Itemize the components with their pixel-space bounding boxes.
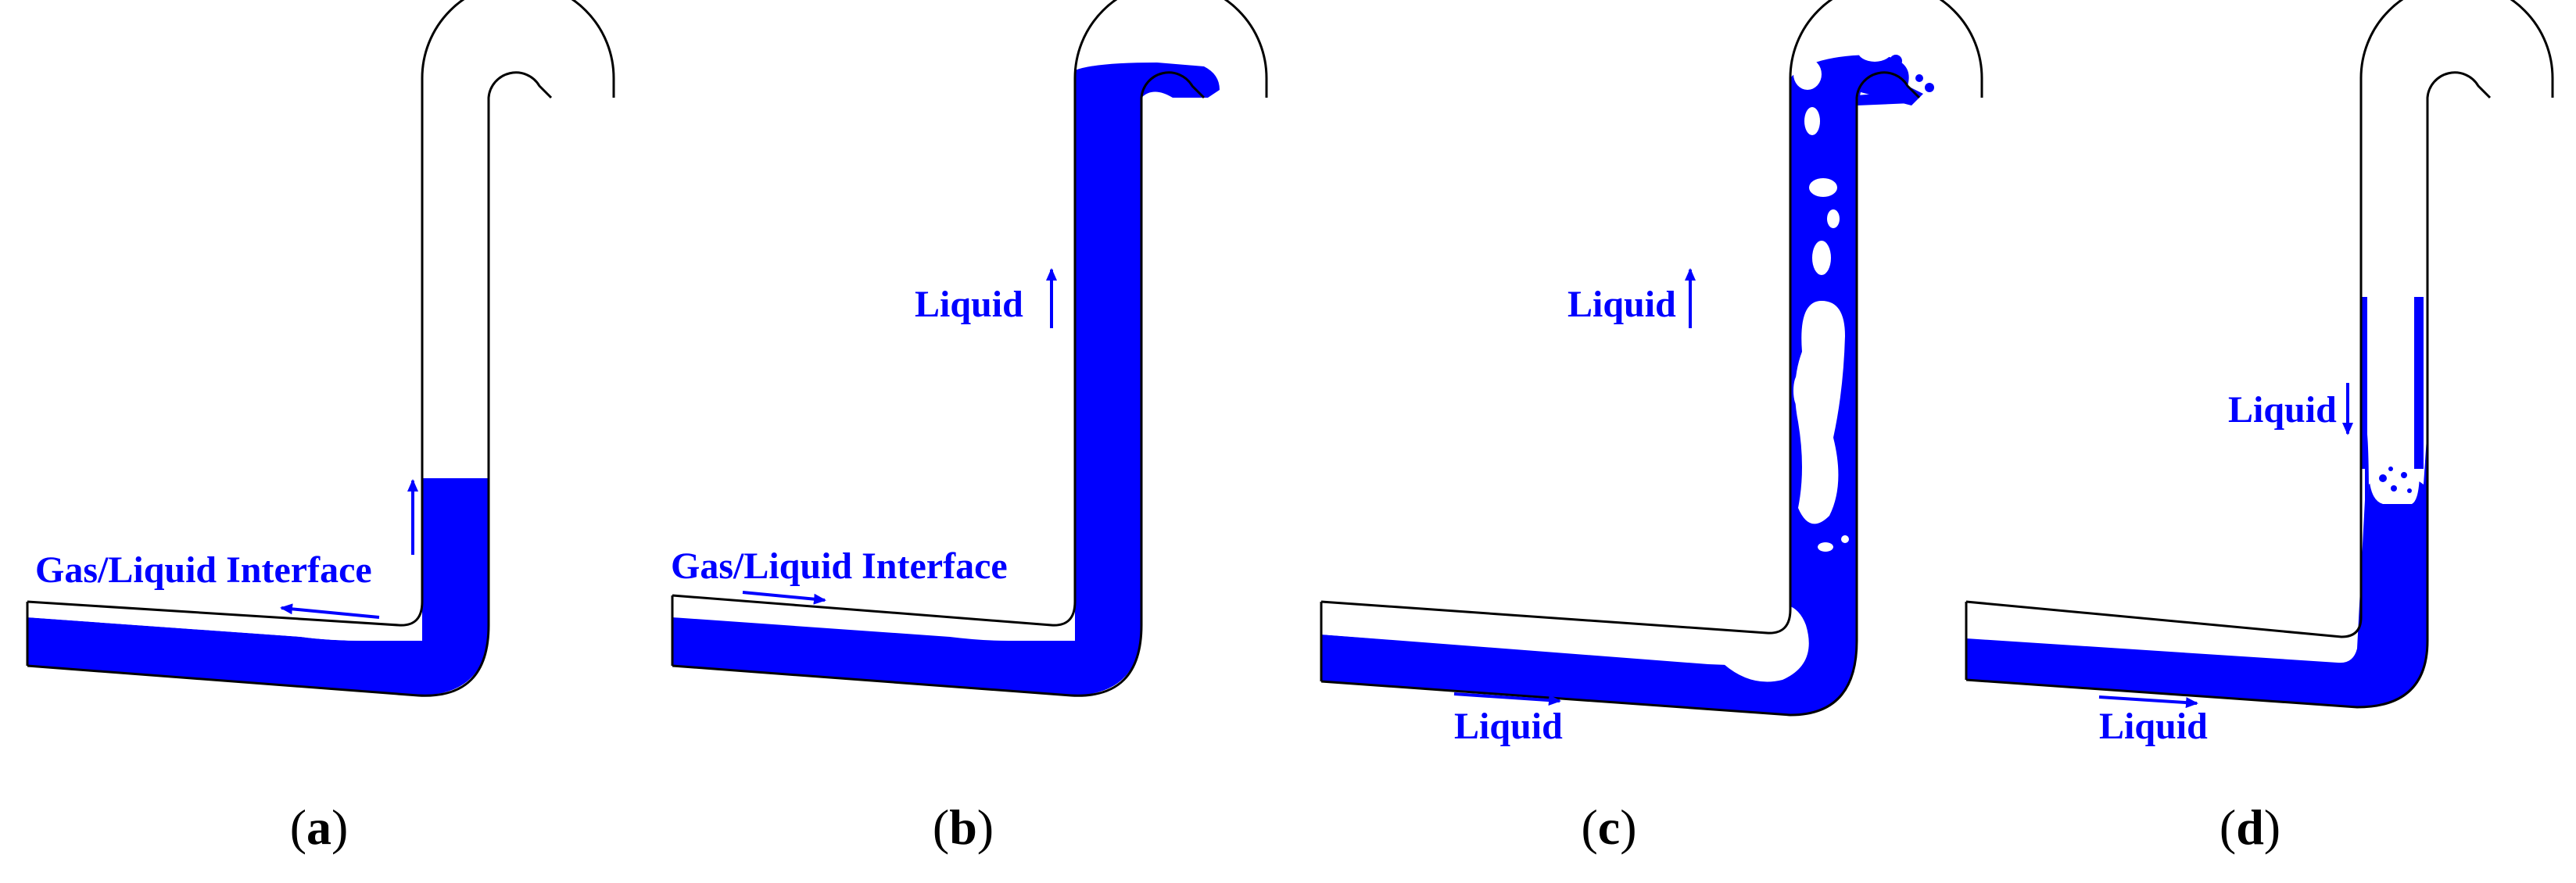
gas-bubble — [2379, 474, 2387, 482]
panel-a: Gas/Liquid Interface — [26, 0, 615, 697]
gas-pocket — [1321, 635, 1743, 663]
gas-bubble — [1812, 241, 1831, 275]
interface-curve — [27, 610, 367, 641]
gas-bubble — [1818, 542, 1833, 552]
flow-arrow — [1453, 692, 1561, 706]
liquid-droplet — [1915, 74, 1923, 82]
liquid-droplet — [1925, 83, 1934, 92]
gas-liquid-interface-label: Gas/Liquid Interface — [671, 545, 1008, 587]
interface-arrow — [742, 591, 826, 605]
gas-liquid-interface-label: Gas/Liquid Interface — [35, 549, 372, 591]
pipe-wall — [1320, 71, 1921, 717]
flow-arrow — [2098, 695, 2198, 709]
gas-bubble — [1793, 375, 1803, 406]
caption-b: (b) — [933, 799, 994, 855]
gas-bubble — [1827, 209, 1840, 228]
panel-c: Liquid Liquid — [1320, 0, 1983, 747]
pipe-wall — [27, 0, 615, 627]
gas-bubble — [1858, 40, 1892, 62]
caption-d: (d) — [2220, 799, 2280, 855]
panel-b: Liquid Gas/Liquid Interface — [671, 0, 1268, 697]
pipe-wall — [672, 0, 1268, 627]
panel-d: Liquid Liquid — [1965, 0, 2554, 747]
gas-bubble — [1724, 604, 1809, 682]
riser-liquid-label: Liquid — [2228, 389, 2337, 431]
caption-a: (a) — [290, 799, 349, 855]
bottom-liquid-label: Liquid — [2099, 706, 2208, 747]
liquid-film — [2414, 297, 2424, 469]
liquid-droplet — [1857, 86, 1911, 105]
gas-bubble — [2407, 488, 2412, 493]
pipe-wall — [1965, 0, 2554, 638]
pipe-wall — [1965, 71, 2492, 709]
caption-c: (c) — [1581, 799, 1636, 855]
liquid-film — [2361, 297, 2367, 469]
liquid-droplet — [1890, 55, 1902, 67]
interface-curve — [672, 598, 766, 619]
liquid-fill — [672, 63, 1220, 695]
gas-bubble — [1804, 107, 1820, 135]
liquid-fill — [27, 478, 489, 695]
gas-bubble — [1793, 59, 1822, 90]
gas-bubble — [2391, 485, 2397, 492]
pipe-wall — [27, 71, 553, 697]
riser-liquid-label: Liquid — [1567, 284, 1676, 325]
pipe-wall — [672, 71, 1206, 697]
gas-bubble — [2388, 467, 2393, 471]
gas-bubble — [1841, 535, 1849, 543]
bottom-liquid-label: Liquid — [1454, 706, 1563, 747]
riser-liquid-label: Liquid — [915, 284, 1023, 325]
liquid-fill — [1966, 422, 2427, 707]
interface-arrow — [280, 603, 380, 619]
pipe-wall — [1320, 0, 1983, 635]
gas-bubble — [1809, 178, 1837, 197]
gas-bubble — [2401, 472, 2407, 478]
gas-bubble — [1795, 301, 1845, 524]
